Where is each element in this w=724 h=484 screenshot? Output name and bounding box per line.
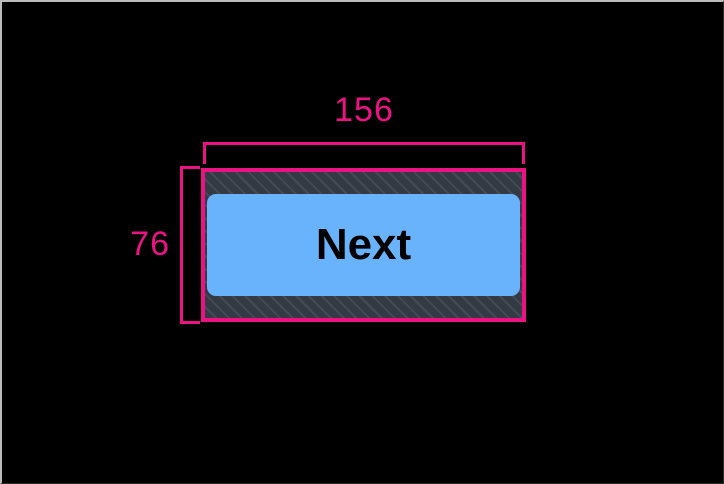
element-selection-box[interactable]: Next xyxy=(201,168,526,322)
next-button-label: Next xyxy=(315,220,412,269)
height-dimension-label: 76 xyxy=(130,225,170,263)
element-padding-hatch: Next xyxy=(205,172,522,318)
next-button[interactable]: Next xyxy=(207,194,520,296)
height-dimension-bracket xyxy=(180,166,200,324)
width-dimension-label: 156 xyxy=(334,91,394,129)
width-dimension-bracket xyxy=(203,142,525,164)
